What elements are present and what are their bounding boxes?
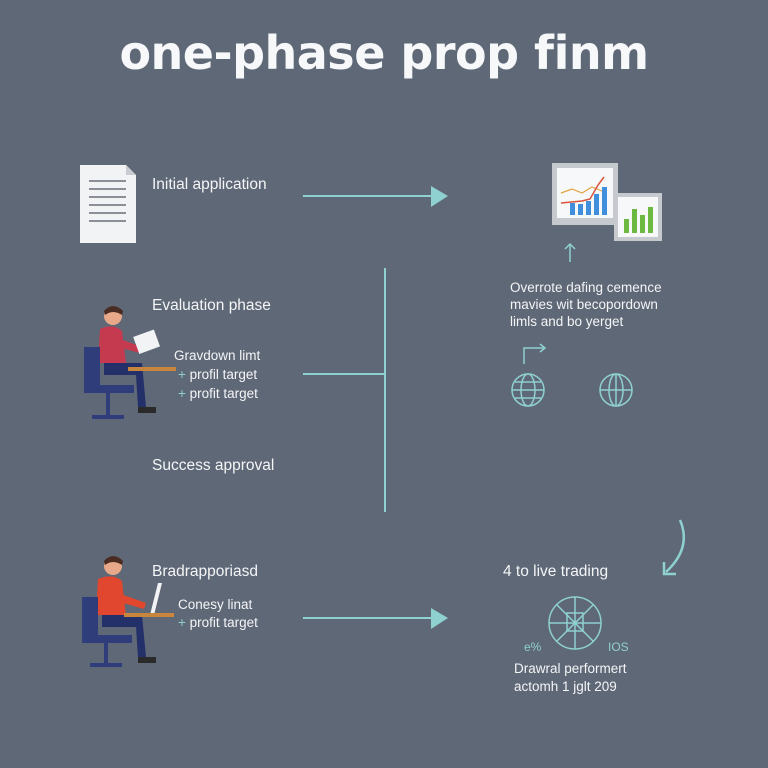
arrow-up-icon [564,242,576,262]
bullet-profit-target: + profit target [178,613,258,632]
plus-icon: + [178,615,190,630]
step-success-approval: Success approval [152,457,275,474]
live-trading-label: 4 to live trading [503,563,609,580]
footer-line: actomh 1 jglt 209 [514,679,617,694]
arrow-right-icon [303,186,448,207]
gauge-left-label: e% [524,640,542,654]
bullet-text: profil target [189,367,258,382]
description-line: Overrote dafing cemence [510,280,662,295]
globe-gauge-icon [548,596,602,650]
description-line: mavies wit becopordown [510,297,658,312]
curved-arrow-icon [662,519,685,576]
plus-icon: + [178,367,190,382]
document-icon [80,165,136,243]
globe-icon [599,373,633,407]
step-final: Bradrapporiasd [152,563,258,580]
bullet-text: profit target [189,615,258,630]
bullet-profit-target: + profit target [178,384,258,403]
bullet-drawdown-limit: Gravdown limt [174,348,261,363]
bullet-consistency-limit: Conesy linat [178,597,253,612]
bullet-text: profit target [189,386,258,401]
step-evaluation-phase: Evaluation phase [152,297,271,314]
connector-lines [303,268,386,512]
person-typing-icon [82,556,174,667]
footer-line: Drawral performert [514,661,627,676]
plus-icon: + [178,386,190,401]
bullet-profit-target: + profil target [178,365,257,384]
step-initial-application: Initial application [152,176,267,193]
gauge-right-label: IOS [608,640,629,654]
globe-icon [511,373,545,407]
chart-window-icon [552,163,662,241]
turn-arrow-icon [523,343,547,364]
arrow-right-icon [303,608,448,629]
person-reading-icon [84,306,176,419]
page-title: one-phase prop finm [119,26,649,80]
description-line: limls and bo yerget [510,314,624,329]
